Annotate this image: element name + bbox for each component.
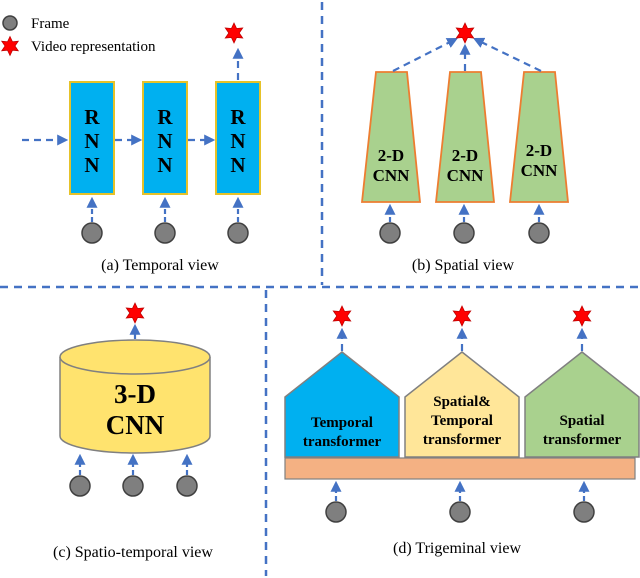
cnn3d-cylinder-top [59, 339, 211, 375]
temporal-transformer-block [284, 351, 400, 458]
spatial-transformer-block [524, 351, 640, 458]
cnn2d-2-line1: 2-D [452, 146, 478, 165]
temporal-frame-icon-1 [81, 222, 103, 244]
spatial-agg-arrow-left [392, 38, 458, 72]
cnn2d-1-line2: CNN [373, 166, 411, 185]
spatial-frame-icon-3 [528, 222, 550, 244]
spatiotemporal-frame-icon-3 [176, 475, 198, 497]
temporal-output-star-icon [224, 22, 244, 44]
trigeminal-frame-icon-1 [325, 501, 347, 523]
rnn1-letter-n1: N [84, 129, 99, 153]
temporal-frame-icon-2 [154, 222, 176, 244]
cnn3d-line1: 3-D [114, 379, 156, 409]
legend-frame-label: Frame [31, 16, 70, 32]
spatial-tf-line2: transformer [543, 432, 622, 448]
spatial-agg-arrow-right [473, 37, 542, 72]
cnn2d-1-line1: 2-D [378, 146, 404, 165]
both-tf-line2: Temporal [431, 413, 493, 429]
cnn2d-3-line1: 2-D [526, 141, 552, 160]
legend-frame-icon [2, 15, 18, 31]
cnn2d-3-line2: CNN [521, 161, 559, 180]
cnn2d-2-line2: CNN [447, 166, 485, 185]
rnn3-letter-n1: N [230, 129, 245, 153]
temporal-view: R N N R N N R N N (a) Temporal view [22, 22, 261, 274]
spatiotemporal-frame-icon-1 [69, 475, 91, 497]
cnn2d-block-3 [508, 71, 569, 203]
temporal-frame-icon-3 [227, 222, 249, 244]
cnn3d-line2: CNN [106, 410, 165, 440]
shared-base-bar [284, 457, 636, 480]
spatiotemporal-frame-icon-2 [122, 475, 144, 497]
rnn1-letter-r: R [84, 105, 100, 129]
temporal-tf-line2: transformer [303, 434, 382, 450]
rnn2-letter-n1: N [157, 129, 172, 153]
rnn2-letter-n2: N [157, 153, 172, 177]
legend-video-label: Video representation [31, 39, 156, 55]
rnn2-letter-r: R [157, 105, 173, 129]
spatial-view: 2-D CNN 2-D CNN 2-D CNN (b) Spatial view [360, 22, 569, 274]
trigeminal-frame-icon-3 [573, 501, 595, 523]
rnn3-letter-n2: N [230, 153, 245, 177]
spatial-view-caption: (b) Spatial view [412, 257, 515, 274]
cnn2d-block-1 [360, 71, 421, 203]
rnn3-letter-r: R [230, 105, 246, 129]
spatial-temporal-transformer-block [404, 351, 520, 458]
temporal-tf-line1: Temporal [311, 415, 373, 431]
spatial-tf-line1: Spatial [559, 413, 604, 429]
spatial-tf-output-star-icon [572, 305, 592, 327]
trigeminal-frame-icon-2 [449, 501, 471, 523]
spatial-output-star-icon [455, 22, 475, 44]
rnn-block-1 [69, 81, 115, 195]
rnn-block-2 [142, 81, 188, 195]
both-tf-output-star-icon [452, 305, 472, 327]
temporal-view-caption: (a) Temporal view [101, 257, 219, 274]
cnn2d-block-2 [434, 71, 495, 203]
rnn1-letter-n2: N [84, 153, 99, 177]
rnn-block-3 [215, 81, 261, 195]
spatial-frame-icon-2 [453, 222, 475, 244]
temporal-tf-output-star-icon [332, 305, 352, 327]
cnn3d-cylinder-body [59, 357, 211, 454]
spatial-frame-icon-1 [379, 222, 401, 244]
legend-star-icon [1, 36, 19, 56]
both-tf-line3: transformer [423, 432, 502, 448]
trigeminal-view-caption: (d) Trigeminal view [393, 540, 521, 557]
spatiotemporal-view: 3-D CNN (c) Spatio-temporal view [53, 302, 213, 561]
spatiotemporal-output-star-icon [125, 302, 145, 324]
legend: Frame Video representation [1, 15, 156, 56]
both-tf-line1: Spatial& [433, 394, 491, 410]
spatiotemporal-view-caption: (c) Spatio-temporal view [53, 544, 213, 561]
trigeminal-view: Temporal transformer Spatial& Temporal t… [284, 305, 640, 557]
